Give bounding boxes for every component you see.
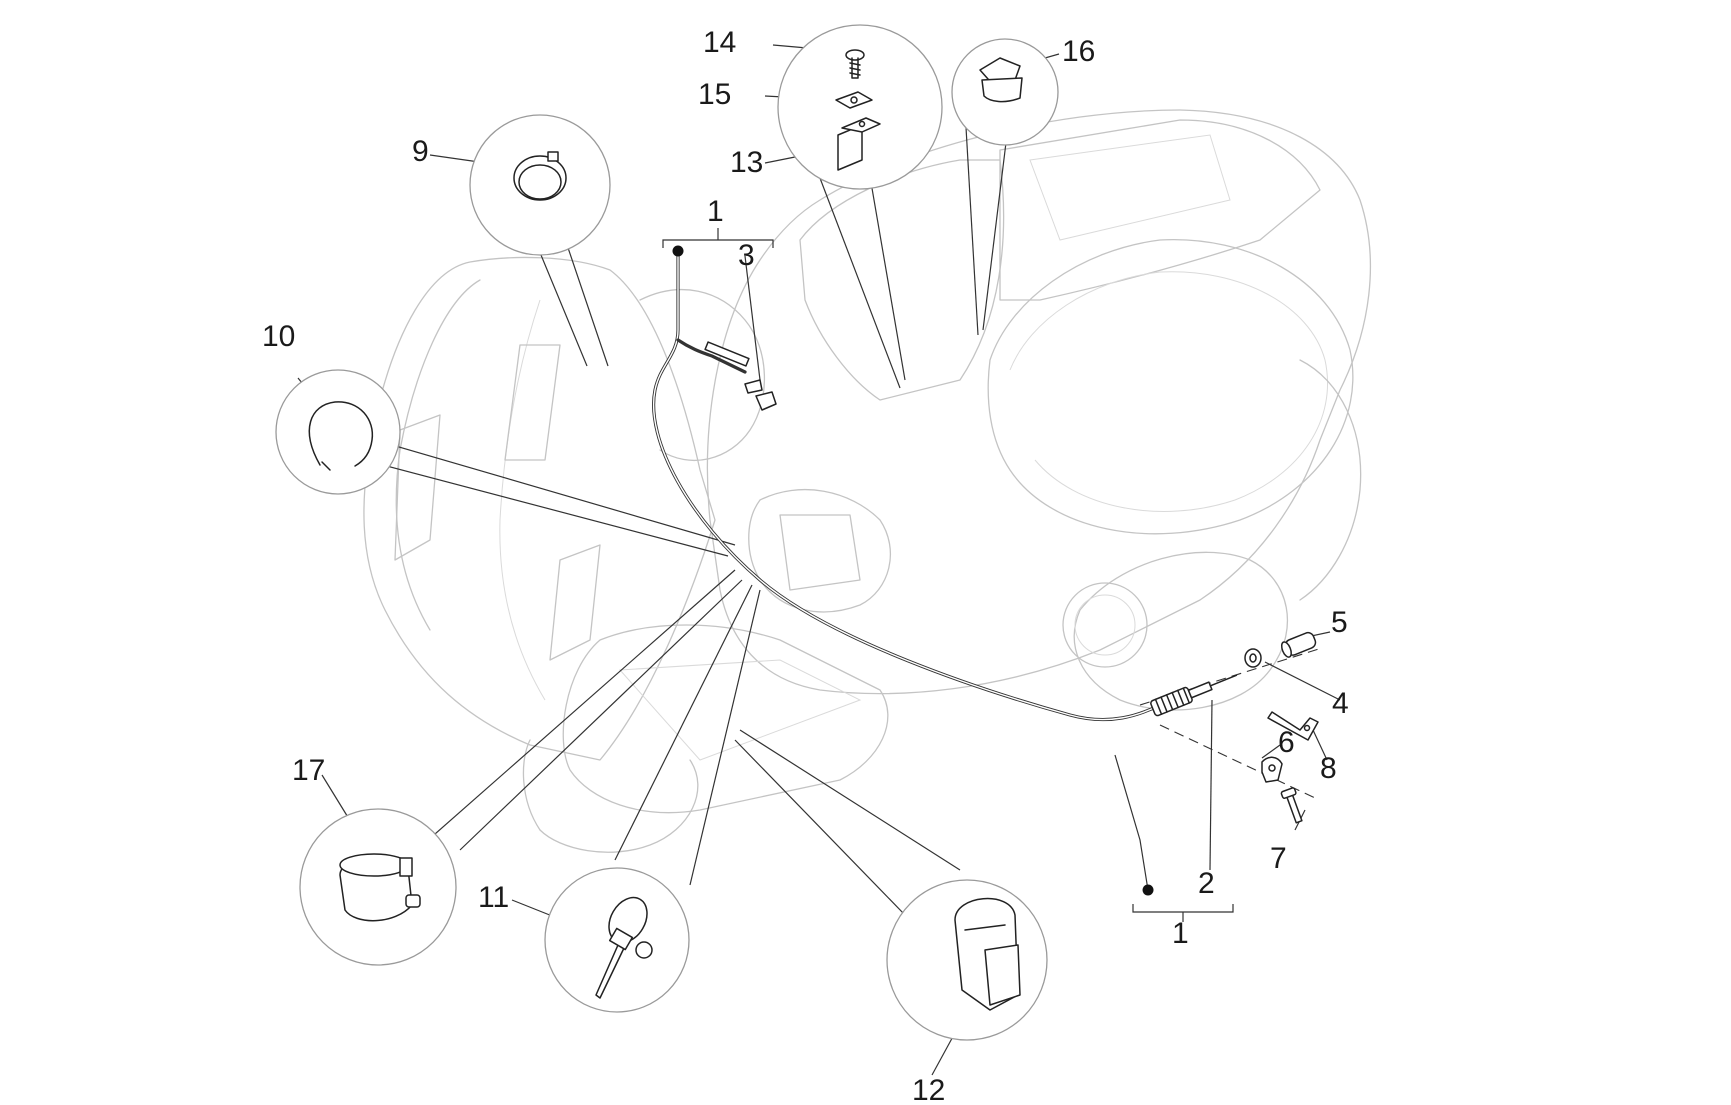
reference-dot-top bbox=[672, 245, 684, 257]
callout-7: 7 bbox=[1270, 842, 1287, 875]
part-5-bushing bbox=[1280, 631, 1317, 658]
detail-16-push-clip bbox=[951, 38, 1059, 146]
detail-9-cable-band bbox=[469, 114, 611, 256]
callout-15: 15 bbox=[698, 78, 731, 111]
callout-9: 9 bbox=[412, 135, 429, 168]
callout-3: 3 bbox=[738, 239, 755, 272]
callout-14: 14 bbox=[703, 26, 736, 59]
detail-13-14-15-fixing bbox=[777, 24, 943, 190]
scooter-body bbox=[363, 109, 1372, 853]
detail-10-wire-clip bbox=[275, 369, 401, 495]
callout-numbers: 1 1 2 3 4 5 6 7 8 9 10 11 12 13 14 15 16… bbox=[262, 26, 1349, 1105]
callout-6: 6 bbox=[1278, 726, 1295, 759]
callout-13: 13 bbox=[730, 146, 763, 179]
part-4-ring bbox=[1244, 648, 1262, 668]
part-3-cable-nipple bbox=[744, 379, 777, 411]
callout-17: 17 bbox=[292, 754, 325, 787]
callout-8: 8 bbox=[1320, 752, 1337, 785]
reference-dot-bottom bbox=[1142, 884, 1154, 896]
callout-16: 16 bbox=[1062, 35, 1095, 68]
callout-2: 2 bbox=[1198, 867, 1215, 900]
detail-12-retainer bbox=[886, 879, 1048, 1041]
callout-5: 5 bbox=[1331, 606, 1348, 639]
part-6-clip bbox=[1261, 756, 1283, 783]
detail-17-clamp bbox=[299, 808, 457, 966]
part-8-bracket bbox=[1267, 711, 1319, 741]
detail-11-tie-wrap bbox=[544, 867, 690, 1013]
callout-12: 12 bbox=[912, 1074, 945, 1105]
callout-1-top: 1 bbox=[707, 195, 724, 228]
part-7-screw bbox=[1280, 787, 1303, 824]
callout-10: 10 bbox=[262, 320, 295, 353]
callout-11: 11 bbox=[478, 881, 509, 914]
callout-4: 4 bbox=[1332, 687, 1349, 720]
callout-1-bottom: 1 bbox=[1172, 917, 1189, 950]
brake-cable bbox=[652, 248, 1238, 722]
